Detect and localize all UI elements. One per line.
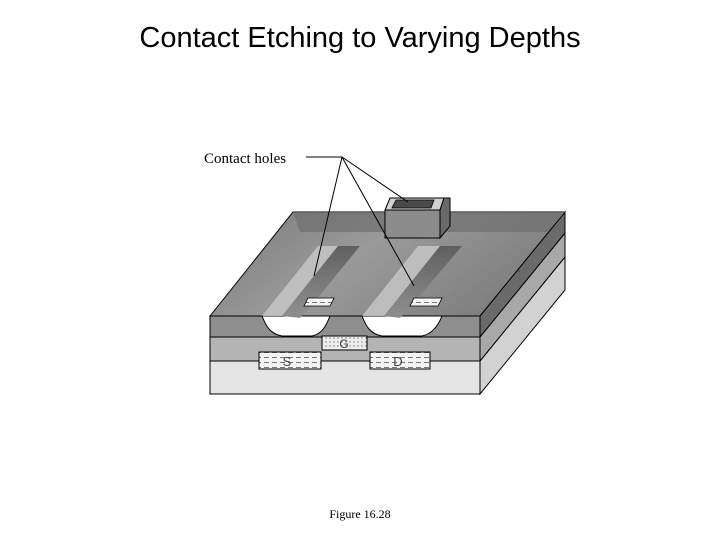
gate-poly (321, 335, 368, 351)
trench-wall-right (384, 246, 462, 318)
stray-mark (518, 270, 520, 272)
figure-caption: Figure 16.28 (329, 507, 391, 521)
source-region (258, 351, 322, 370)
gate-contact-box-side (439, 197, 451, 240)
gate-contact-box-front (384, 209, 441, 239)
dielectric-front (209, 315, 481, 338)
trench-wall-left (282, 246, 360, 318)
substrate-front (209, 360, 481, 395)
trench-groove-left (262, 246, 338, 316)
contact-hole-source (303, 297, 335, 307)
callout-label: Contact holes (204, 151, 286, 167)
drain-label: D (393, 354, 402, 369)
trench-groove-right (362, 246, 440, 316)
slide-title: Contact Etching to Varying Depths (139, 22, 581, 54)
leader-line-drain (341, 156, 415, 287)
leader-line-gate (341, 156, 409, 203)
gate-label: G (339, 337, 348, 351)
leader-line-source (313, 156, 343, 277)
source-label: S (283, 354, 292, 369)
drain-region (369, 351, 431, 370)
gate-contact-hole (391, 199, 435, 209)
contact-hole-drain (409, 297, 443, 307)
